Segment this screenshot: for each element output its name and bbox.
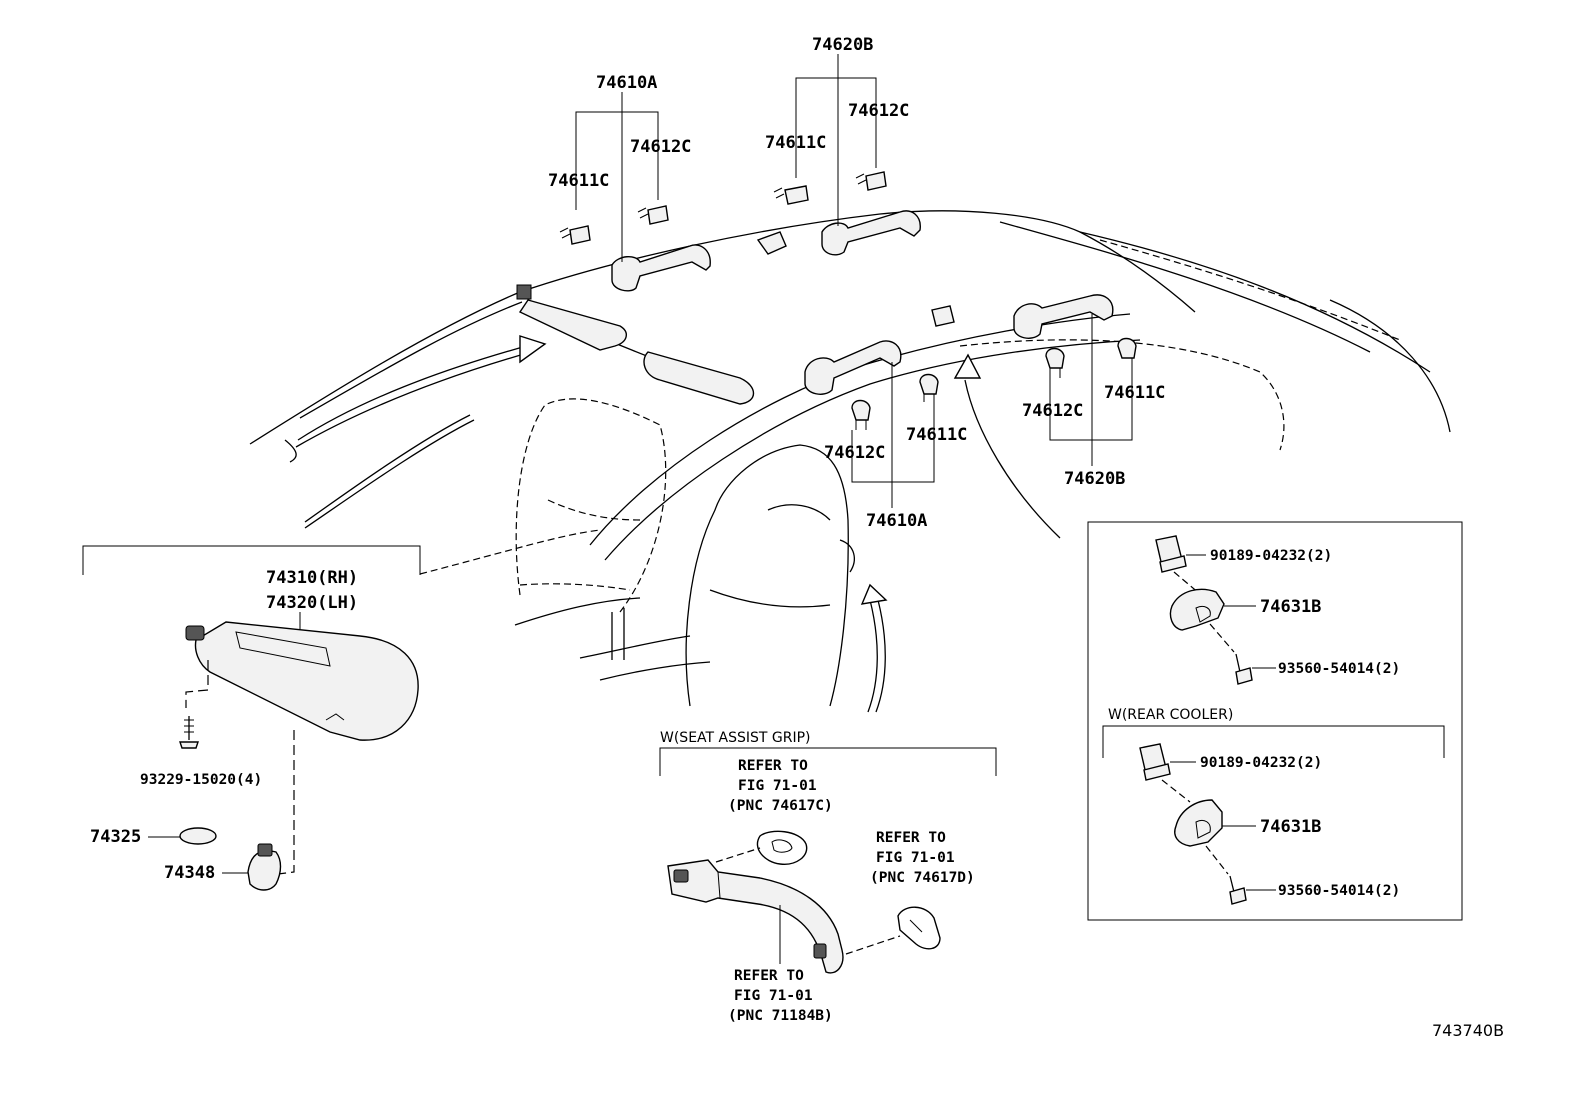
label-74611c-top-left: 74611C [548, 171, 609, 191]
ref3-line3: (PNC 71184B) [728, 1008, 833, 1024]
bracket-74631b-top [1169, 588, 1225, 631]
clip-74611c-front-right [919, 373, 939, 402]
screw-93229 [179, 716, 199, 749]
rear-cooler-caption: W(REAR COOLER) [1108, 707, 1233, 723]
label-90189-bottom: 90189-04232(2) [1200, 755, 1322, 771]
grip-handle-front-left [611, 244, 711, 292]
seat-grip-caption: W(SEAT ASSIST GRIP) [660, 730, 811, 746]
clip-74612c-front-right [851, 399, 871, 430]
label-74611c-top-right: 74611C [765, 133, 826, 153]
label-93560-top: 93560-54014(2) [1278, 661, 1400, 677]
nut-90189-top [1155, 535, 1187, 573]
direction-arrows [295, 335, 1061, 713]
holder-74348 [247, 843, 282, 891]
ref1-line1: REFER TO [738, 758, 808, 774]
clip-74611c-front-left [559, 225, 591, 245]
ref1-line3: (PNC 74617C) [728, 798, 833, 814]
screw-93560-bottom [1229, 875, 1247, 905]
clip-74612c-rear-left [855, 171, 887, 191]
visor-detail: 74310(RH) 74320(LH) 93229-15020(4) 74325 [82, 545, 421, 891]
screw-93560-top [1235, 653, 1253, 685]
ref1-line2: FIG 71-01 [738, 778, 817, 794]
ring-74325 [179, 827, 217, 845]
figure-code: 743740B [1432, 1021, 1504, 1040]
label-74610a-top: 74610A [596, 73, 657, 93]
grip-handle-rear-right [1013, 294, 1114, 339]
label-74612c-top-right: 74612C [848, 101, 909, 121]
grip-handle-rear-left [821, 210, 921, 256]
bracket-74631b-bottom [1174, 799, 1223, 847]
roof-outline [249, 210, 1451, 681]
seat-left [515, 398, 667, 613]
label-74612c-right-rear: 74612C [1022, 401, 1083, 421]
clip-74611c-rear-left [773, 185, 809, 205]
ref3-line2: FIG 71-01 [734, 988, 813, 1004]
seat-grip-detail: W(SEAT ASSIST GRIP) REFER TO FIG 71-01 (… [659, 730, 997, 1024]
label-74612c-top-left: 74612C [630, 137, 691, 157]
inset-box: 90189-04232(2) 74631B 93560-54014(2) W(R… [1087, 521, 1463, 921]
clip-74611c-rear-right [1117, 337, 1137, 359]
ref2-line2: FIG 71-01 [876, 850, 955, 866]
label-74610a-bottom: 74610A [866, 511, 927, 531]
label-74320-lh: 74320(LH) [266, 593, 358, 613]
label-74611c-right-rear: 74611C [1104, 383, 1165, 403]
ref2-line1: REFER TO [876, 830, 946, 846]
ref3-line1: REFER TO [734, 968, 804, 984]
label-90189-top: 90189-04232(2) [1210, 548, 1332, 564]
roof-clip-center [756, 231, 787, 255]
label-74348: 74348 [164, 863, 215, 883]
label-93560-bottom: 93560-54014(2) [1278, 883, 1400, 899]
label-74611c-right-front: 74611C [906, 425, 967, 445]
label-93229-15020: 93229-15020(4) [140, 772, 262, 788]
clip-74612c-rear-right [1045, 347, 1065, 378]
nut-90189-bottom [1139, 743, 1171, 781]
label-74310-rh: 74310(RH) [266, 568, 358, 588]
roof-callouts: 74610A 74611C 74612C 74620B 74611C 74612… [548, 35, 1165, 531]
grip-handle-front-right [804, 340, 902, 395]
label-74631b-bottom: 74631B [1260, 817, 1321, 837]
label-74620b-top: 74620B [812, 35, 873, 55]
ref2-line3: (PNC 74617D) [870, 870, 975, 886]
label-74612c-right-front: 74612C [824, 443, 885, 463]
roof-clip-right [931, 305, 955, 327]
roof-visor-left [516, 284, 755, 405]
seat-right [685, 444, 855, 707]
label-74631b-top: 74631B [1260, 597, 1321, 617]
label-74325: 74325 [90, 827, 141, 847]
clip-74612c-front-left [637, 205, 669, 225]
label-74620b-bottom: 74620B [1064, 469, 1125, 489]
